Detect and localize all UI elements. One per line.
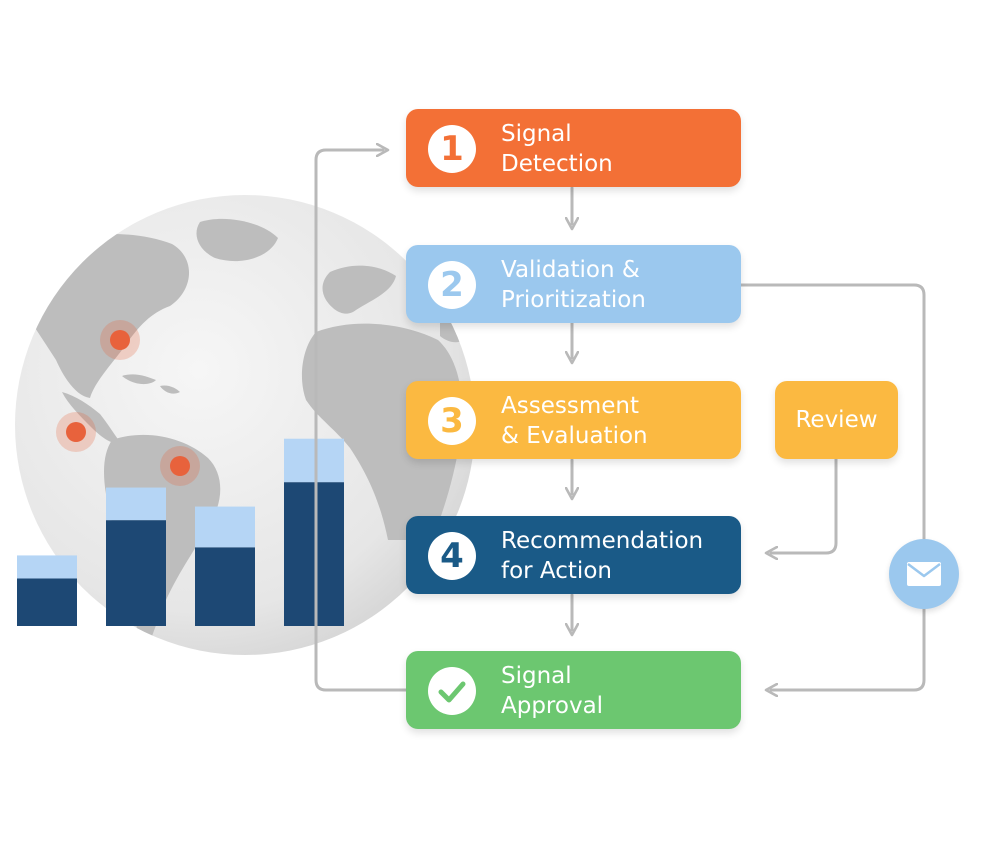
step-label-line2: Detection [501, 151, 613, 177]
step-label-line1: Signal [501, 121, 572, 147]
step-validation-prioritization: 2 Validation & Prioritization [406, 245, 741, 323]
step-signal-approval: Signal Approval [406, 651, 741, 729]
step-label-line1: Recommendation [501, 528, 704, 554]
step-label-line2: Prioritization [501, 287, 646, 313]
step-label: Signal Approval [501, 661, 736, 721]
review-label: Review [795, 407, 878, 433]
location-marker [66, 422, 86, 442]
step-number: 4 [440, 536, 464, 576]
envelope-icon [889, 539, 959, 609]
step-label: Signal Detection [501, 119, 736, 179]
step-label-line1: Signal [501, 663, 572, 689]
bar-4-segment-1 [284, 482, 344, 626]
review-box: Review [775, 381, 898, 459]
arrow-review-to-step4 [771, 457, 838, 553]
location-marker [110, 330, 130, 350]
bar-3-segment-1 [195, 547, 255, 626]
step-number: 3 [440, 401, 464, 441]
step-number-badge: 4 [428, 532, 476, 580]
location-markers [56, 320, 200, 486]
step-recommendation-for-action: 4 Recommendation for Action [406, 516, 741, 594]
bar-chart [17, 438, 344, 626]
bar-1-segment-1 [17, 578, 77, 626]
step-number-badge: 2 [428, 261, 476, 309]
connectors [314, 150, 926, 692]
bar-2-segment-1 [106, 520, 166, 626]
bar-1-segment-2 [17, 555, 77, 579]
check-icon [428, 667, 476, 715]
step-label-line2: for Action [501, 558, 612, 584]
step-label: Recommendation for Action [501, 526, 736, 586]
bar-2-segment-2 [106, 487, 166, 521]
bar-3-segment-2 [195, 506, 255, 548]
bar-4-segment-2 [284, 438, 344, 483]
step-signal-detection: 1 Signal Detection [406, 109, 741, 187]
step-label: Validation & Prioritization [501, 255, 736, 315]
step-label: Assessment & Evaluation [501, 391, 736, 451]
step-number: 1 [440, 129, 464, 169]
location-marker [170, 456, 190, 476]
step-label-line1: Validation & [501, 257, 640, 283]
loop-approval-to-detection [314, 150, 408, 692]
step-number-badge: 1 [428, 125, 476, 173]
step-label-line1: Assessment [501, 393, 639, 419]
arrow-validation-to-approval [739, 283, 926, 690]
step-assessment-evaluation: 3 Assessment & Evaluation [406, 381, 741, 459]
step-number: 2 [440, 265, 464, 305]
step-label-line2: & Evaluation [501, 423, 648, 449]
step-number-badge: 3 [428, 397, 476, 445]
step-label-line2: Approval [501, 693, 604, 719]
